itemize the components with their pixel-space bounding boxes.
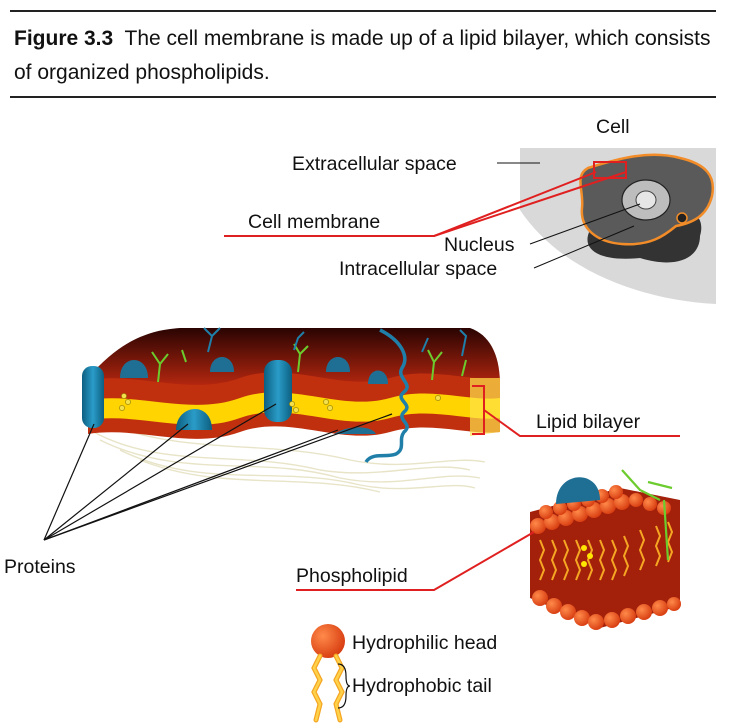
- tail-region: [538, 521, 674, 581]
- nucleus-label: Nucleus: [444, 234, 515, 256]
- cell-illustration: [520, 148, 716, 304]
- top-rule: [10, 10, 716, 12]
- surface-protein-2: [210, 357, 234, 372]
- surface-protein-3: [326, 357, 350, 372]
- block-glycolipid: [621, 469, 673, 561]
- peripheral-protein: [176, 408, 212, 430]
- hydrophilic-head-label: Hydrophilic head: [352, 632, 497, 654]
- extracellular-space-label: Extracellular space: [292, 153, 457, 175]
- block-cholesterol: [581, 545, 593, 567]
- proteins-label: Proteins: [4, 556, 76, 578]
- hydrophobic-tail-label: Hydrophobic tail: [352, 675, 492, 697]
- figure-number: Figure 3.3: [14, 27, 114, 50]
- figure-caption: Figure 3.3 The cell membrane is made up …: [14, 22, 718, 90]
- hydrophilic-head-icon: [311, 624, 345, 658]
- membrane-slab: [82, 327, 680, 493]
- phospholipid-block: [530, 469, 681, 630]
- phospholipid-leader: [296, 531, 535, 591]
- cell-label: Cell: [596, 116, 630, 138]
- surface-protein-4: [368, 370, 388, 384]
- inner-protein: [334, 427, 376, 434]
- lipid-bilayer-label: Lipid bilayer: [536, 411, 641, 433]
- tail-brace: [337, 663, 351, 709]
- figure-caption-text: The cell membrane is made up of a lipid …: [14, 27, 711, 84]
- cholesterol-dots: [119, 393, 441, 413]
- proteins-leaders: [43, 403, 393, 541]
- caption-rule: [10, 96, 716, 98]
- channel-protein-left: [82, 366, 104, 428]
- glycolipids: [151, 343, 467, 383]
- cytoskeleton-fibers: [89, 424, 486, 493]
- phospholipid-label: Phospholipid: [296, 565, 408, 587]
- inner-leaflet: [88, 412, 500, 439]
- nucleus-leader: [529, 203, 641, 245]
- intracellular-leader: [533, 225, 635, 269]
- nucleolus-shape: [635, 190, 657, 210]
- lipid-bilayer-leader: [483, 409, 680, 437]
- block-protein: [556, 477, 600, 504]
- intracellular-space-label: Intracellular space: [339, 258, 497, 280]
- outer-leaflet: [88, 372, 500, 407]
- phospholipid-legend: [311, 624, 345, 723]
- glycoprotein-chains: [203, 327, 468, 357]
- cell-membrane-label: Cell membrane: [248, 211, 380, 233]
- cell-membrane-leader-2: [433, 171, 627, 237]
- helical-protein: [364, 328, 409, 464]
- channel-protein-middle: [264, 360, 292, 422]
- surface-protein-1: [120, 360, 148, 378]
- vesicle-shape: [676, 212, 688, 224]
- bottom-heads: [532, 590, 681, 630]
